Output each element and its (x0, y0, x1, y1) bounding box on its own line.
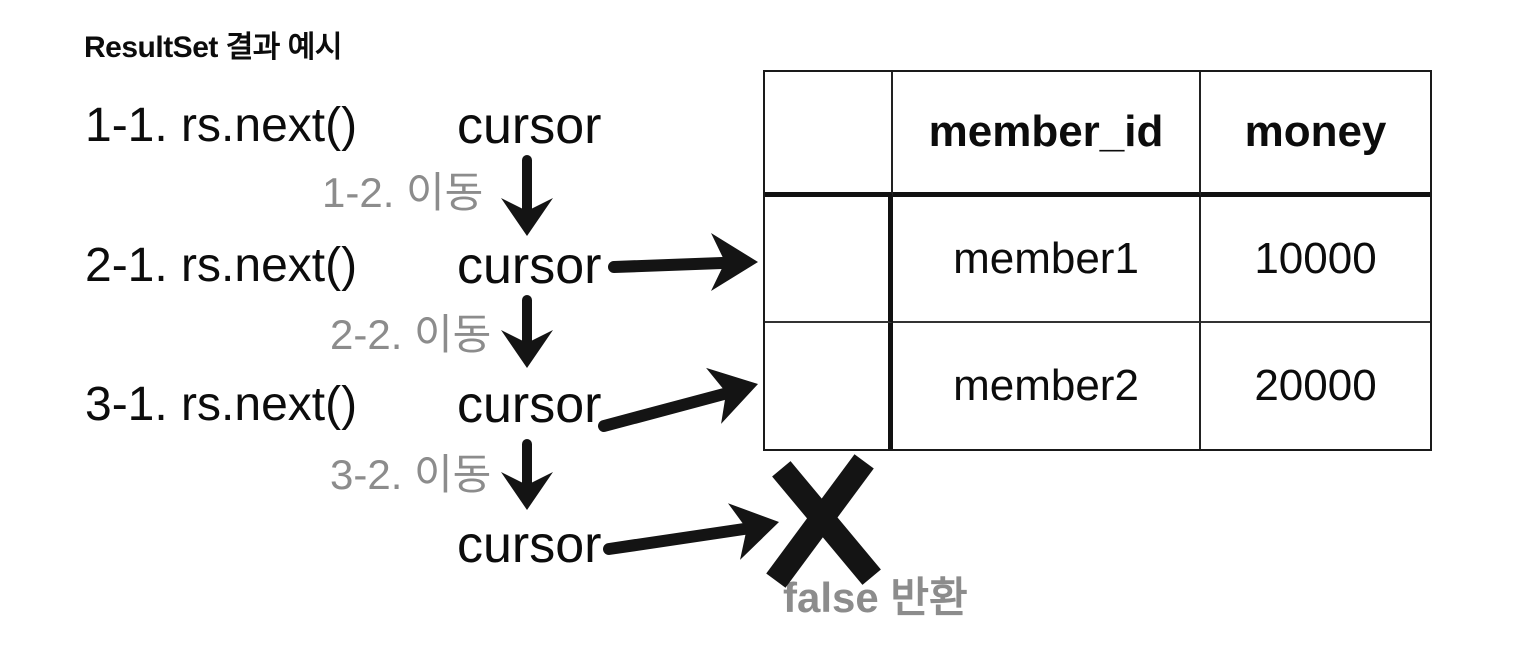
down-arrow-icon-2 (501, 295, 553, 368)
cursor-label-1: cursor (457, 97, 602, 155)
step-3-call-label: 3-1. rs.next() (85, 378, 358, 431)
right-arrow-icon-row2 (598, 367, 758, 432)
step-2-call-label: 2-1. rs.next() (85, 239, 358, 292)
step-1-call-label: 1-1. rs.next() (85, 99, 358, 152)
cursor-label-final: cursor (457, 516, 602, 574)
cursor-label-2: cursor (457, 237, 602, 295)
step-2-move-label: 2-2. 이동 (330, 311, 492, 358)
table-row2-member-id: member2 (893, 323, 1201, 449)
right-arrow-icon-row1 (608, 233, 758, 291)
down-arrow-icon-3 (501, 439, 553, 510)
table-corner-cell (765, 72, 893, 197)
step-1-move-label: 1-2. 이동 (322, 169, 484, 216)
right-arrow-icon-final (603, 503, 779, 560)
cursor-label-3: cursor (457, 376, 602, 434)
result-table: member_id money member1 10000 member2 20… (763, 70, 1432, 451)
table-row1-money: 10000 (1201, 197, 1430, 323)
table-row1-member-id: member1 (893, 197, 1201, 323)
table-row2-pointer-cell (765, 323, 893, 449)
down-arrow-icon-1 (501, 155, 553, 236)
false-return-label: false 반환 (783, 574, 968, 621)
page-title: ResultSet 결과 예시 (84, 31, 342, 64)
table-header-member-id: member_id (893, 72, 1201, 197)
table-row2-money: 20000 (1254, 361, 1377, 410)
step-3-move-label: 3-2. 이동 (330, 451, 492, 498)
x-mark-icon (766, 454, 881, 588)
table-header-money: money (1201, 72, 1430, 197)
table-row1-pointer-cell (765, 197, 893, 323)
